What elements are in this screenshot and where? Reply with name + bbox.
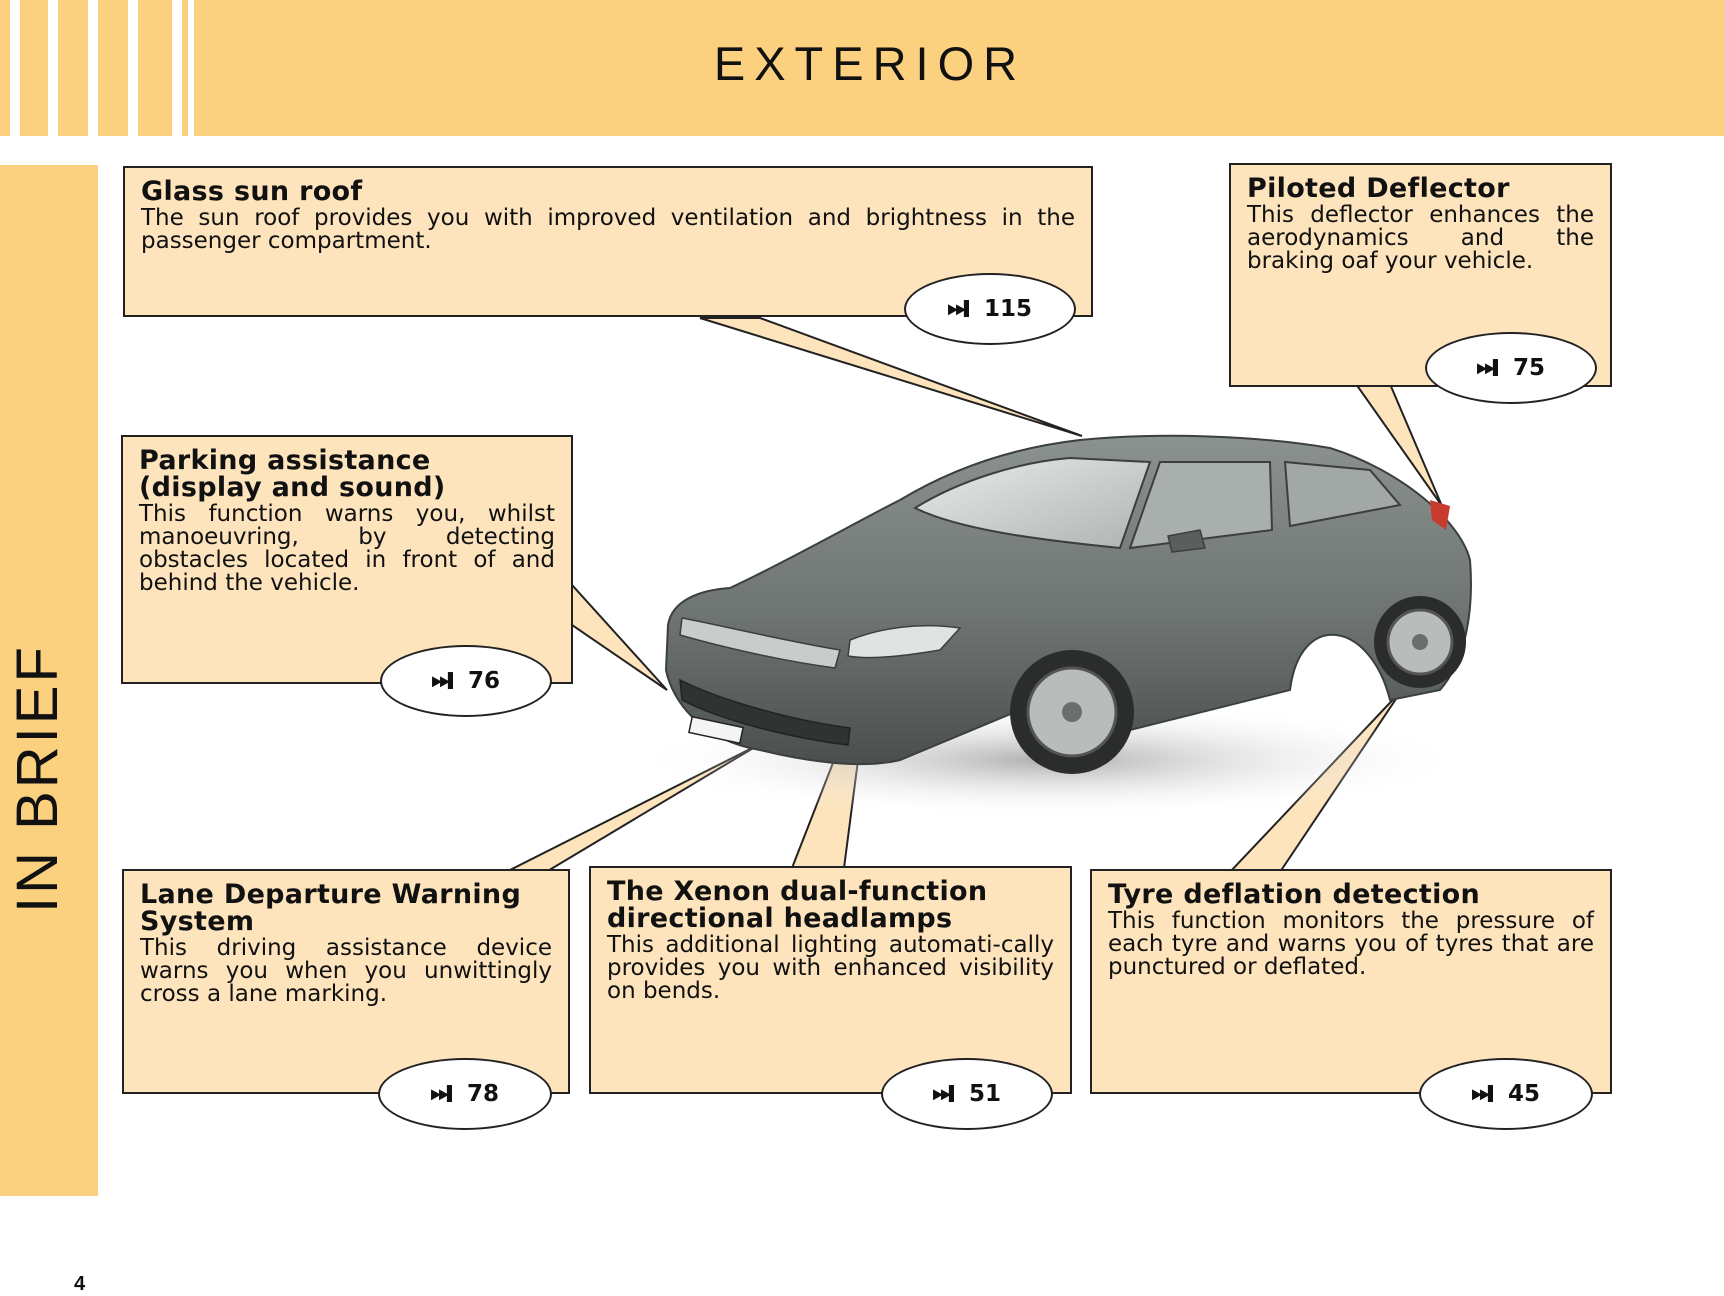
callout-tyre-deflation: Tyre deflation detection This function m… [1090, 869, 1612, 1094]
header-stripe [172, 0, 182, 136]
callout-lane-departure: Lane Departure Warning System This drivi… [122, 869, 570, 1094]
header-stripe [10, 0, 20, 136]
page-ref-link[interactable]: ▶▶▌ 75 [1425, 332, 1597, 404]
pointer-sunroof [699, 317, 1083, 437]
callout-heading: The Xenon dual-function directional head… [607, 876, 988, 934]
callout-heading: Piloted Deflector [1247, 173, 1510, 204]
callout-text: This additional lighting automati-cally … [607, 932, 1054, 1004]
callout-heading: Lane Departure Warning System [140, 879, 522, 937]
callout-text: The sun roof provides you with improved … [141, 205, 1075, 254]
forward-arrow-icon: ▶▶▌ [947, 300, 974, 318]
page-ref-link[interactable]: ▶▶▌ 115 [904, 273, 1076, 345]
page-ref-number: 76 [467, 668, 500, 694]
header-stripe [88, 0, 98, 136]
callout-deflector: Piloted Deflector This deflector enhance… [1229, 163, 1612, 387]
page-ref-link[interactable]: ▶▶▌ 45 [1419, 1058, 1593, 1130]
callout-heading: Tyre deflation detection [1108, 879, 1481, 910]
forward-arrow-icon: ▶▶▌ [1476, 359, 1503, 377]
header-band: EXTERIOR [0, 0, 1724, 136]
header-stripe [48, 0, 58, 136]
header-stripe [188, 0, 194, 136]
callout-text: This function monitors the pressure of e… [1108, 908, 1594, 980]
callout-text: This deflector enhances the aerodynamics… [1247, 202, 1594, 274]
header-stripe [128, 0, 138, 136]
page-number: 4 [74, 1273, 86, 1295]
page-ref-link[interactable]: ▶▶▌ 78 [378, 1058, 552, 1130]
pointer-parking [571, 582, 668, 691]
callout-heading: Parking assistance (display and sound) [139, 445, 446, 503]
page-ref-number: 78 [466, 1081, 499, 1107]
page-ref-number: 45 [1507, 1081, 1540, 1107]
page-ref-number: 51 [968, 1081, 1001, 1107]
callout-heading: Glass sun roof [141, 176, 363, 207]
callout-text: This driving assistance device warns you… [140, 935, 552, 1007]
forward-arrow-icon: ▶▶▌ [431, 672, 458, 690]
page-ref-link[interactable]: ▶▶▌ 51 [881, 1058, 1053, 1130]
forward-arrow-icon: ▶▶▌ [430, 1085, 457, 1103]
callout-text: This function warns you, whilst manoeuvr… [139, 501, 555, 596]
page-ref-number: 75 [1512, 355, 1545, 381]
forward-arrow-icon: ▶▶▌ [1471, 1085, 1498, 1103]
page-ref-number: 115 [983, 296, 1032, 322]
callout-xenon: The Xenon dual-function directional head… [589, 866, 1072, 1094]
page-ref-link[interactable]: ▶▶▌ 76 [380, 645, 552, 717]
callout-parking: Parking assistance (display and sound) T… [121, 435, 573, 684]
page-title: EXTERIOR [713, 37, 1027, 90]
forward-arrow-icon: ▶▶▌ [932, 1085, 959, 1103]
